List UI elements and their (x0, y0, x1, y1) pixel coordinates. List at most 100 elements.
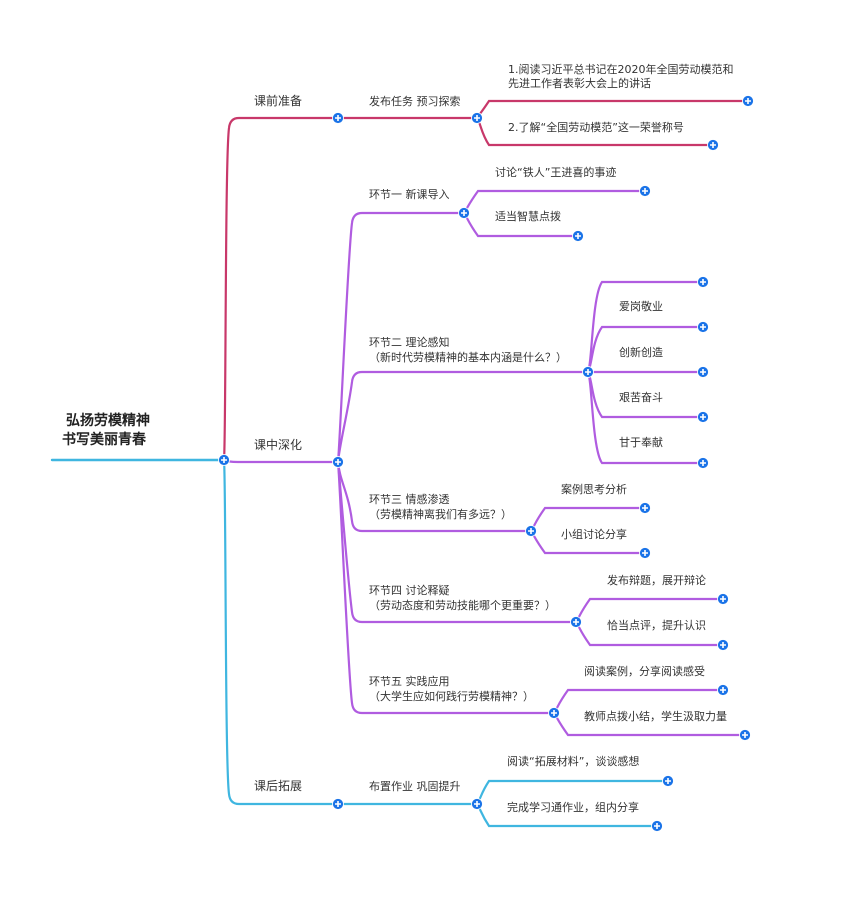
step-5-item-2[interactable]: 教师点拨小结，学生汲取力量 (584, 710, 727, 723)
node-step-1-item-1[interactable] (639, 185, 651, 197)
plus-glyph-icon (221, 457, 227, 463)
connector-in-class (222, 458, 340, 464)
connector-step-3 (336, 460, 533, 533)
step-2-item-4[interactable]: 甘于奉献 (619, 436, 663, 449)
step-2-item-1[interactable]: 爱岗敬业 (619, 300, 663, 313)
step-1-title[interactable]: 环节一 新课导入 (369, 188, 450, 201)
plus-glyph-icon (700, 414, 706, 420)
node-step-2-item-4[interactable] (697, 411, 709, 423)
plus-glyph-icon (335, 459, 341, 465)
plus-glyph-icon (585, 369, 591, 375)
node-pre-class[interactable] (332, 112, 344, 124)
plus-glyph-icon (700, 324, 706, 330)
step-4-item-2[interactable]: 恰当点评，提升认识 (607, 619, 706, 632)
branch-post-class-label[interactable]: 课后拓展 (254, 779, 303, 793)
node-pre-item-1[interactable] (742, 95, 754, 107)
root-title-line1: 弘扬劳模精神 (66, 413, 150, 429)
plus-glyph-icon (642, 188, 648, 194)
step-3-subtitle: （劳模精神离我们有多远？） (369, 508, 512, 521)
root-title-line2: 书写美丽青春 (62, 432, 146, 448)
step-4-item-1[interactable]: 发布辩题，展开辩论 (607, 574, 706, 587)
branch-pre-class-label[interactable]: 课前准备 (254, 94, 303, 108)
plus-glyph-icon (474, 115, 480, 121)
node-step-5-item-2[interactable] (739, 729, 751, 741)
step-3-item-2[interactable]: 小组讨论分享 (561, 528, 627, 541)
plus-glyph-icon (700, 369, 706, 375)
node-step-5-item-1[interactable] (717, 684, 729, 696)
connector-step-2 (336, 370, 590, 464)
post-task-label[interactable]: 布置作业 巩固提升 (369, 780, 461, 793)
step-4-subtitle: （劳动态度和劳动技能哪个更重要？） (369, 599, 556, 612)
plus-glyph-icon (642, 550, 648, 556)
node-step-5[interactable] (548, 707, 560, 719)
step-2-item-2[interactable]: 创新创造 (619, 346, 663, 359)
step-2-item-3[interactable]: 艰苦奋斗 (619, 391, 663, 404)
plus-glyph-icon (551, 710, 557, 716)
step-3-title: 环节三 情感渗透 (369, 493, 450, 506)
node-pre-item-2[interactable] (707, 139, 719, 151)
plus-glyph-icon (335, 801, 341, 807)
node-step-4-item-2[interactable] (717, 639, 729, 651)
step-1-item-1[interactable]: 讨论“铁人”王进喜的事迹 (495, 166, 617, 179)
branch-in-class-label[interactable]: 课中深化 (254, 438, 303, 452)
pre-item-1-line2: 先进工作者表彰大会上的讲话 (508, 77, 651, 90)
step-5-item-1[interactable]: 阅读案例，分享阅读感受 (584, 665, 705, 678)
plus-glyph-icon (745, 98, 751, 104)
plus-glyph-icon (461, 210, 467, 216)
connector-step-1 (336, 211, 466, 464)
node-step-4[interactable] (570, 616, 582, 628)
plus-glyph-icon (573, 619, 579, 625)
connector-pre-item-1 (475, 99, 750, 120)
plus-glyph-icon (642, 505, 648, 511)
node-step-2-item-3[interactable] (697, 366, 709, 378)
node-step-3-item-2[interactable] (639, 547, 651, 559)
node-step-2[interactable] (582, 366, 594, 378)
pre-task-label[interactable]: 发布任务 预习探索 (369, 95, 461, 108)
step-4-label[interactable]: 环节四 讨论释疑 （劳动态度和劳动技能哪个更重要？） (369, 583, 556, 613)
node-in-class[interactable] (332, 456, 344, 468)
plus-glyph-icon (575, 233, 581, 239)
connector-step-5 (336, 460, 556, 715)
post-item-1[interactable]: 阅读“拓展材料”，谈谈感想 (507, 755, 640, 768)
node-step-2-item-1[interactable] (697, 276, 709, 288)
plus-glyph-icon (335, 115, 341, 121)
plus-glyph-icon (654, 823, 660, 829)
node-post-task[interactable] (471, 798, 483, 810)
node-step-2-item-2[interactable] (697, 321, 709, 333)
plus-glyph-icon (720, 687, 726, 693)
step-5-label[interactable]: 环节五 实践应用 （大学生应如何践行劳模精神？） (369, 674, 534, 704)
plus-glyph-icon (665, 778, 671, 784)
node-step-3[interactable] (525, 525, 537, 537)
root-topic[interactable]: 弘扬劳模精神 书写美丽青春 (62, 412, 150, 450)
plus-glyph-icon (700, 279, 706, 285)
plus-glyph-icon (742, 732, 748, 738)
pre-item-1[interactable]: 1.阅读习近平总书记在2020年全国劳动模范和 先进工作者表彰大会上的讲话 (508, 63, 734, 91)
pre-item-1-line1: 1.阅读习近平总书记在2020年全国劳动模范和 (508, 63, 734, 76)
plus-glyph-icon (720, 642, 726, 648)
plus-glyph-icon (700, 460, 706, 466)
connector-pre-class (222, 116, 340, 462)
plus-glyph-icon (720, 596, 726, 602)
post-item-2[interactable]: 完成学习通作业，组内分享 (507, 801, 639, 814)
step-5-title: 环节五 实践应用 (369, 675, 450, 688)
node-step-1-item-2[interactable] (572, 230, 584, 242)
step-1-item-2[interactable]: 适当智慧点拨 (495, 210, 561, 223)
node-root[interactable] (218, 454, 230, 466)
pre-item-2[interactable]: 2.了解“全国劳动模范”这一荣誉称号 (508, 121, 684, 134)
node-pre-task[interactable] (471, 112, 483, 124)
node-step-1[interactable] (458, 207, 470, 219)
step-2-label[interactable]: 环节二 理论感知 （新时代劳模精神的基本内涵是什么？） (369, 335, 567, 365)
expand-nodes (218, 95, 754, 832)
node-post-item-2[interactable] (651, 820, 663, 832)
node-post-class[interactable] (332, 798, 344, 810)
plus-glyph-icon (710, 142, 716, 148)
step-3-label[interactable]: 环节三 情感渗透 （劳模精神离我们有多远？） (369, 492, 512, 522)
step-3-item-1[interactable]: 案例思考分析 (561, 483, 627, 496)
node-step-4-item-1[interactable] (717, 593, 729, 605)
step-4-title: 环节四 讨论释疑 (369, 584, 450, 597)
node-step-3-item-1[interactable] (639, 502, 651, 514)
step-5-subtitle: （大学生应如何践行劳模精神？） (369, 690, 534, 703)
node-step-2-item-5[interactable] (697, 457, 709, 469)
node-post-item-1[interactable] (662, 775, 674, 787)
